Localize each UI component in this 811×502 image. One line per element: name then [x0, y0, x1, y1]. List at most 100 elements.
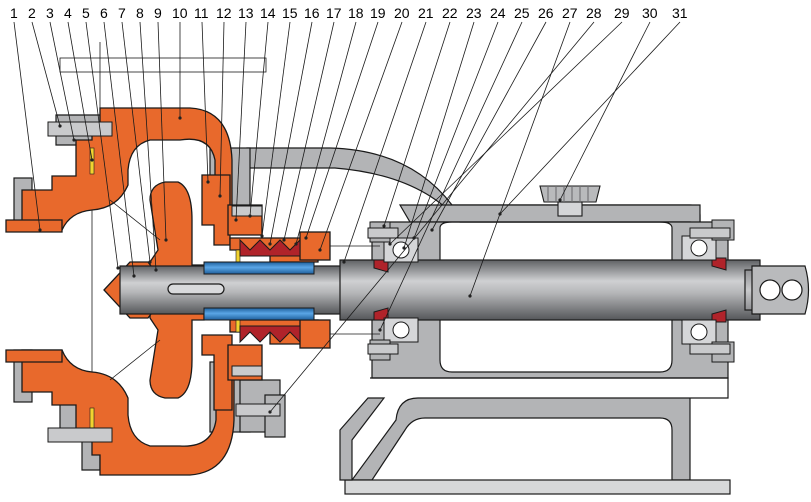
part-label-18: 18 [348, 5, 364, 21]
bearing-ball-front-top [392, 241, 410, 259]
leader-dot-11 [206, 180, 210, 184]
leader-dot-21 [342, 260, 346, 264]
leader-line-22 [383, 21, 451, 227]
leader-line-25 [379, 21, 523, 331]
leader-dot-3 [72, 138, 76, 142]
part-label-19: 19 [370, 5, 386, 21]
leader-line-1 [13, 21, 41, 231]
sleeve-bottom [203, 307, 315, 321]
bolt-flange-top [47, 121, 113, 137]
leader-dot-4 [90, 158, 94, 162]
part-label-1: 1 [10, 5, 18, 21]
part-label-27: 27 [562, 5, 578, 21]
frame-leg [339, 397, 386, 481]
seal-rear-bottom [711, 309, 727, 323]
part-label-30: 30 [642, 5, 658, 21]
bearing-ball-front-bottom [392, 321, 410, 339]
leader-line-29 [389, 21, 623, 245]
leader-line-15 [261, 21, 291, 237]
bolt-frame-front-bottom [367, 343, 399, 355]
casing-upper [21, 107, 233, 231]
leader-dot-7 [148, 260, 152, 264]
leader-line-16 [269, 21, 313, 245]
frame-foot [344, 479, 731, 495]
leader-line-5 [85, 21, 119, 269]
part-label-29: 29 [614, 5, 630, 21]
part-label-17: 17 [326, 5, 342, 21]
leader-dot-16 [268, 242, 272, 246]
leader-line-13 [235, 21, 247, 221]
leader-dot-10 [178, 116, 182, 120]
coupling-hole-2 [781, 279, 803, 301]
part-label-23: 23 [466, 5, 482, 21]
leader-line-19 [305, 21, 379, 239]
leader-dot-6 [132, 274, 136, 278]
leader-line-14 [249, 21, 269, 217]
bolt-flange-bottom [47, 427, 113, 443]
leader-dot-28 [268, 410, 272, 414]
part-label-31: 31 [672, 5, 688, 21]
leader-dot-29 [388, 242, 392, 246]
part-label-11: 11 [194, 5, 209, 21]
bearing-ball-rear-top [690, 239, 708, 257]
bolts [47, 121, 731, 443]
leader-line-28 [269, 21, 595, 413]
shaft-key [167, 283, 225, 295]
reference-lines [59, 42, 380, 381]
part-label-24: 24 [490, 5, 506, 21]
leader-dot-13 [234, 218, 238, 222]
leader-dot-25 [378, 328, 382, 332]
leader-dot-8 [154, 268, 158, 272]
leader-lines [13, 21, 681, 413]
leader-dot-1 [38, 228, 42, 232]
oil-cap-stem [557, 201, 583, 217]
part-label-13: 13 [238, 5, 254, 21]
bearing-ball-rear-bottom [690, 323, 708, 341]
part-label-6: 6 [100, 5, 108, 21]
packing-rings [239, 238, 727, 344]
coupling-flange-top [299, 231, 331, 261]
oil-cap [539, 185, 601, 217]
shaft-step [339, 259, 761, 321]
part-label-26: 26 [538, 5, 554, 21]
leader-dot-19 [304, 236, 308, 240]
part-label-15: 15 [282, 5, 298, 21]
leader-line-4 [67, 21, 93, 161]
part-label-2: 2 [28, 5, 36, 21]
seal-front-top [373, 259, 389, 273]
top-reference-box [59, 57, 267, 73]
leader-dot-17 [282, 238, 286, 242]
leader-dot-12 [218, 194, 222, 198]
leader-dot-22 [382, 224, 386, 228]
bolt-foot [235, 403, 281, 417]
leader-line-3 [49, 21, 75, 141]
leader-line-7 [121, 21, 151, 263]
oil-cap-knob [539, 185, 601, 203]
part-label-7: 7 [118, 5, 126, 21]
leader-dot-23 [402, 246, 406, 250]
leader-line-6 [103, 21, 135, 277]
casing-back-top [201, 174, 231, 246]
leader-line-31 [499, 21, 681, 215]
leader-dot-30 [558, 198, 562, 202]
part-label-25: 25 [514, 5, 530, 21]
bolt-frame-rear-bottom [689, 343, 731, 355]
leader-dot-26 [430, 228, 434, 232]
leader-line-11 [201, 21, 209, 183]
leader-line-12 [219, 21, 225, 197]
coupling-flange-bottom [299, 319, 331, 349]
leader-dot-20 [318, 248, 322, 252]
part-label-22: 22 [442, 5, 458, 21]
bolt-gland-top [231, 205, 263, 217]
packing-top [239, 238, 301, 257]
packing-bottom [239, 325, 301, 344]
part-label-3: 3 [46, 5, 54, 21]
part-label-20: 20 [394, 5, 410, 21]
leader-line-18 [295, 21, 357, 245]
leader-line-17 [283, 21, 335, 241]
leader-dot-24 [412, 236, 416, 240]
leader-line-2 [31, 21, 61, 127]
part-label-5: 5 [82, 5, 90, 21]
